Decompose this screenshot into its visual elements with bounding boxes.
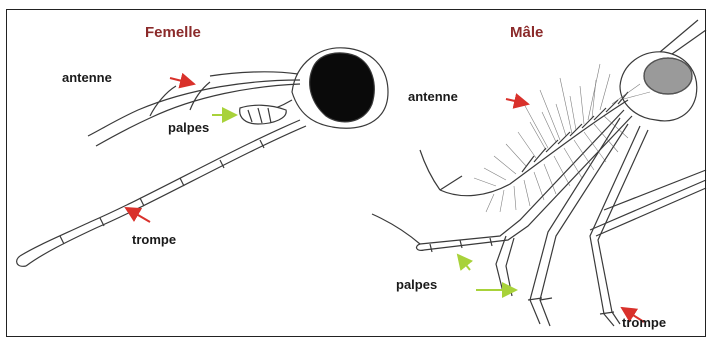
male-palps-label: palpes bbox=[396, 278, 437, 291]
female-antenna-label: antenne bbox=[62, 71, 112, 84]
male-title: Mâle bbox=[510, 25, 543, 40]
male-antenna-label: antenne bbox=[408, 90, 458, 103]
female-palps-label: palpes bbox=[168, 121, 209, 134]
male-proboscis-label: trompe bbox=[622, 316, 666, 329]
figure-border bbox=[6, 9, 706, 337]
female-title: Femelle bbox=[145, 25, 201, 40]
female-proboscis-label: trompe bbox=[132, 233, 176, 246]
